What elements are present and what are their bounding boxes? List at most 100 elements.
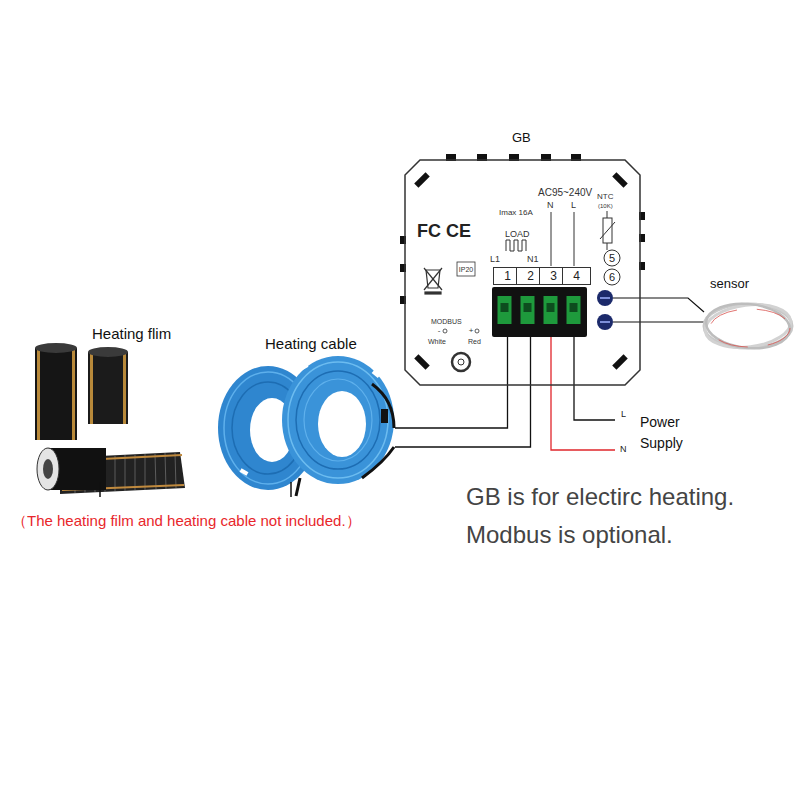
heating-cable-picture — [240, 468, 249, 475]
heating-cable-picture — [296, 478, 300, 496]
heating-cable-picture — [218, 356, 394, 497]
heating-cable-picture — [381, 409, 388, 423]
voltage-rating: AC95~240V — [538, 188, 592, 198]
thermostat-housing: GB1234 — [400, 128, 645, 390]
thermistor-symbol — [600, 222, 615, 239]
housing-outline — [400, 128, 645, 390]
terminal-block — [524, 303, 532, 312]
heating-cable: Heating cable — [215, 333, 395, 498]
housing-tab — [612, 172, 628, 188]
wire-colour: White — [428, 338, 446, 345]
ring-symbol — [458, 359, 464, 365]
wiring-terminal: 4 — [562, 267, 591, 337]
note: Modbus is optional. — [466, 523, 673, 547]
terminal-number: 6 — [609, 272, 615, 283]
heating-cable-picture — [290, 482, 292, 497]
terminal-block — [492, 287, 587, 337]
sensor-probe — [704, 300, 792, 353]
terminal-name: N — [547, 201, 554, 210]
supply-lead — [551, 212, 552, 266]
terminal-block — [547, 303, 555, 312]
terminal-block — [492, 287, 587, 337]
heating-film-label: Heating flim — [92, 326, 171, 341]
terminal-block — [567, 296, 581, 324]
sensor-label: sensor — [710, 277, 749, 290]
node-heading: GB — [512, 131, 531, 146]
heating-film-picture — [115, 456, 116, 491]
sensor-screw — [597, 290, 613, 330]
wire-name: L — [621, 410, 626, 419]
heating-film-picture — [35, 343, 185, 497]
wire-name: N — [620, 445, 627, 454]
terminal-name: L — [571, 201, 576, 210]
heating-cable-picture — [318, 391, 366, 457]
thermistor-symbol — [600, 211, 615, 250]
supply-lead — [551, 212, 574, 266]
power-wire — [551, 337, 615, 450]
heating-film-picture — [88, 347, 128, 357]
sensor-type: NTC — [597, 193, 613, 201]
sensor-screw — [600, 297, 610, 299]
thermistor-symbol — [607, 211, 608, 218]
terminal-number: 5 — [609, 253, 615, 264]
power-wire — [551, 337, 615, 450]
heating-film-picture — [37, 448, 59, 490]
sensor-probe — [710, 309, 790, 347]
heating-film-picture — [155, 454, 156, 489]
housing-tab — [414, 354, 430, 370]
heating-cable-picture — [288, 362, 388, 478]
certification-logo: CE — [446, 222, 471, 240]
heating-film-picture — [99, 482, 101, 497]
heating-cable-picture — [304, 379, 372, 461]
heating-film-picture — [165, 453, 166, 489]
sensor-terminal-circle — [604, 269, 620, 285]
load-label: LOAD — [505, 230, 530, 239]
heating-cable-picture — [296, 371, 380, 469]
wire — [395, 337, 531, 447]
note: GB is for electirc heating. — [466, 485, 734, 509]
heating-film-picture — [125, 455, 126, 491]
terminal-name: L1 — [490, 255, 500, 264]
disposal-symbol — [424, 268, 442, 290]
note: （The heating film and heating cable not … — [12, 513, 361, 528]
load-symbol — [506, 240, 526, 251]
power-wire — [574, 337, 615, 420]
sensor-value: (10K) — [598, 203, 613, 209]
heating-film-picture — [37, 348, 40, 440]
sensor-terminal-circle — [604, 250, 620, 285]
heating-film-picture — [135, 455, 136, 490]
heating-cable-picture — [300, 363, 309, 370]
heating-film-picture — [90, 352, 93, 424]
terminal-name: N1 — [527, 255, 539, 264]
polarity-sign: - — [438, 327, 441, 335]
sensor-wire — [613, 298, 704, 312]
sensor-terminal-circle — [604, 250, 620, 266]
modbus-terminal — [443, 329, 479, 333]
terminal-block — [501, 303, 509, 312]
heating-film-picture — [175, 453, 176, 488]
sensor-screw — [597, 290, 613, 306]
housing-tab — [612, 354, 628, 370]
node-heading: Heating cable — [265, 335, 357, 352]
terminal-block — [498, 296, 512, 324]
terminal-block — [544, 296, 558, 324]
heating-film-picture — [35, 348, 77, 440]
ring-symbol — [452, 353, 470, 371]
terminal-block — [521, 296, 535, 324]
sensor-wire — [613, 321, 704, 322]
housing-tab — [400, 154, 645, 370]
housing-tab — [414, 172, 430, 188]
heating-cable-picture — [362, 447, 394, 478]
thermistor-symbol — [607, 243, 608, 250]
sensor-screw — [597, 314, 613, 330]
disposal-symbol — [424, 268, 442, 294]
heating-cable-picture — [372, 370, 381, 378]
sensor-probe — [704, 304, 792, 348]
certification-logo: FC — [417, 222, 441, 240]
modbus-label: MODBUS — [431, 318, 462, 325]
ip-box — [457, 262, 475, 276]
modbus-terminal — [443, 329, 447, 333]
heating-film-picture — [43, 459, 53, 479]
